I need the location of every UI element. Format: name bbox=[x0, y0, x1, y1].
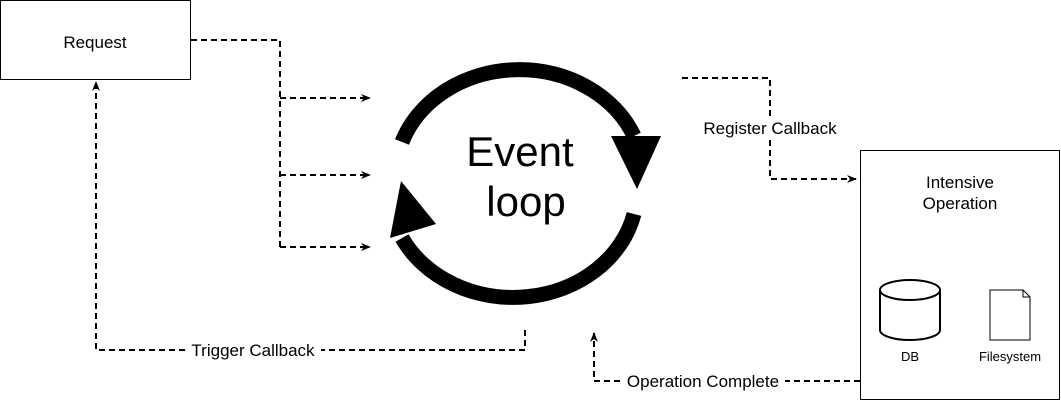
trigger-callback-label: Trigger Callback bbox=[191, 341, 315, 360]
trigger-callback-line bbox=[92, 81, 526, 351]
intensive-operation-label-line2: Operation bbox=[923, 194, 998, 213]
loop-arrowhead-up bbox=[390, 181, 436, 238]
file-icon bbox=[989, 289, 1031, 341]
event-loop-cycle bbox=[390, 62, 661, 305]
register-callback-line bbox=[682, 77, 857, 183]
trigger-callback-edge: Trigger Callback bbox=[92, 81, 526, 360]
loop-arc-top bbox=[395, 62, 641, 145]
request-connector-trunk bbox=[191, 39, 281, 247]
request-node[interactable]: Request bbox=[0, 0, 191, 80]
loop-arrowhead-down bbox=[611, 136, 661, 189]
request-to-loop-connectors bbox=[191, 39, 371, 251]
event-loop-label-line2: loop bbox=[486, 178, 565, 225]
request-label: Request bbox=[63, 33, 127, 52]
db-label: DB bbox=[901, 349, 919, 364]
operation-complete-edge: Operation Complete bbox=[590, 332, 860, 391]
operation-complete-line bbox=[590, 332, 860, 382]
intensive-operation-label-line1: Intensive bbox=[926, 173, 994, 192]
register-callback-edge: Register Callback bbox=[682, 77, 857, 183]
register-callback-label: Register Callback bbox=[703, 119, 837, 138]
event-loop-label-line1: Event bbox=[466, 128, 574, 175]
loop-arc-bottom bbox=[395, 212, 642, 305]
filesystem-label: Filesystem bbox=[979, 349, 1041, 364]
intensive-operation-node[interactable]: Intensive Operation DB Filesystem bbox=[860, 150, 1060, 400]
database-icon bbox=[879, 279, 941, 341]
operation-complete-label: Operation Complete bbox=[627, 372, 779, 391]
